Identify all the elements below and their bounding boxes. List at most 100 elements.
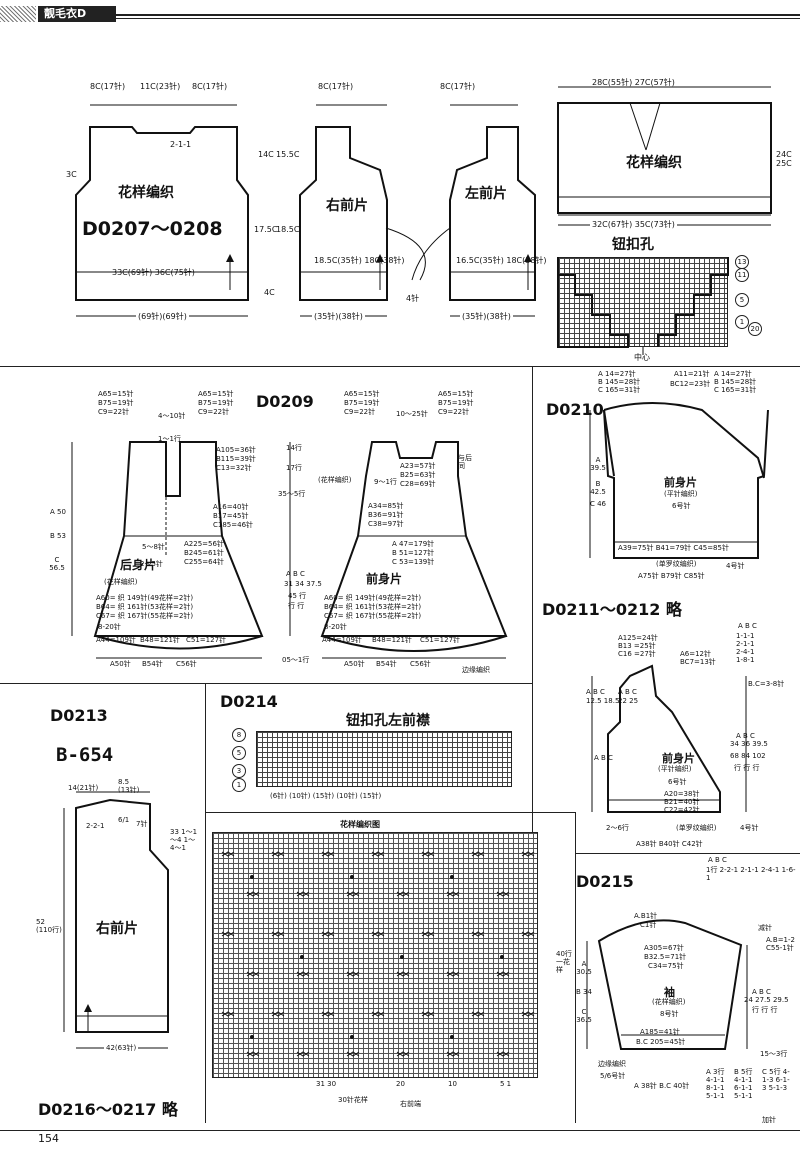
stitch-symbol [296,1051,310,1057]
divider-v-left [205,683,206,1123]
d0209-f-rows-9: 9～1行 [374,478,397,486]
stitch-symbol [296,971,310,977]
d0209-a44: A44=109针 [96,636,136,644]
d0215-rows-v: 24 27.5 29.5 [744,996,789,1004]
yarn-over-dot [250,875,254,879]
d0210-a14-r: A 14=27针 [714,370,752,378]
d0209-side-a: A 50 [50,508,66,516]
d0215-c1: C1针 [640,921,657,929]
d0210-rib-needle: 4号针 [726,562,745,570]
d0215-needle: 8号针 [660,1010,679,1018]
stitch-symbol [221,851,235,857]
footer-rule [0,1130,800,1131]
d0210-rib-abc: A75针 B79针 C85针 [638,572,705,580]
stitch-symbol [346,891,360,897]
d0209-f-a60: A60= 织 149针(49花样=2针) [324,594,422,602]
stitch-symbol [471,851,485,857]
d0209-a105: A105=36针 [216,446,256,454]
d0214-scale-left: 31 30 [316,1080,337,1088]
d0215-rows-15: 15～3行 [760,1050,788,1058]
d0209-front-label: 前身片 [366,572,403,586]
d0211-bc7: BC7=13针 [680,658,716,666]
header-tab: 靓毛衣D [38,6,116,22]
d0214-code: D0214 [220,692,278,711]
d0215-rows-u: 行 行 行 [752,1006,778,1014]
header-rule-thin [116,18,800,19]
stitch-symbol [521,931,535,937]
d0207-top-dim-c: 8C(17针) [192,82,228,91]
d0209-c185: C185=46针 [213,521,254,529]
d0213-shoulder: 33 1～1～4 1～4～1 [170,828,198,852]
stitch-symbol [321,851,335,857]
d0209-f-a65: A65=15针 [344,390,380,398]
d0209-rows-05: 05～1行 [282,656,310,664]
d0207-top-dim-a: 8C(17针) [90,82,126,91]
d0211-sizes: A B C [738,622,757,630]
d0211-c16: C16 =27针 [618,650,656,658]
d0213-neck-b: 7针 [136,820,148,828]
d0207-pattern-label: 花样编织 [626,155,682,171]
yarn-over-dot [400,955,404,959]
d0207-code: D0207～0208 [82,218,223,240]
d0207-pattern-width: 28C(55针) 27C(57针) [592,78,675,87]
stitch-symbol [371,851,385,857]
d0207-top-dim-b: 11C(23针) [140,82,181,91]
stitch-symbol [246,1051,260,1057]
divider-v-chart [575,812,576,1123]
d0209-back-pattern: (花样编织) [104,578,138,586]
d0209-c56: C56针 [176,660,197,668]
d0213-bottom-w: 42(63针) [104,1044,139,1052]
d0207-center-gap: 4针 [406,294,420,303]
d0210-bc12: BC12=23针 [670,380,711,388]
d0214-row-marker-8: 8 [232,728,246,742]
d0209-b115: B115=39针 [216,455,256,463]
stitch-symbol [371,931,385,937]
yarn-over-dot [450,1035,454,1039]
d0209-c9-r: C9=22针 [198,408,230,416]
stitch-symbol [346,971,360,977]
d0209-f-c38: C38=97针 [368,520,404,528]
d0207-back-bottom: 33C(69针) 36C(75针) [112,268,195,277]
d0211-side-sizes: A B C [594,754,613,762]
stitch-symbol [396,891,410,897]
d0211-hd4: 1-8-1 [736,656,755,664]
d0210-a14: A 14=27针 [598,370,636,378]
stitch-symbol [521,1011,535,1017]
d0209-rows-8-20: 8-20针 [98,623,121,631]
d0209-a225: A225=56针 [184,540,224,548]
d0215-reduce: 减针 [758,924,772,932]
stitch-symbol [446,1051,460,1057]
d0213-neck: 2-2-1 [86,822,105,830]
d0214-chart-cols: 30针花样 [338,1096,368,1104]
d0209-f-c28: C28=69针 [400,480,436,488]
d0207-side-c: 17.5C [254,225,278,234]
d0209-b54: B54针 [142,660,163,668]
d0210-front-sub: (平针编织) [664,490,698,498]
d0215-edge: 边缘编织 [598,1060,626,1068]
stitch-symbol [421,851,435,857]
d0215-edge-needle: 5/6号针 [600,1072,626,1080]
d0207-chart-overlay [557,257,729,355]
d0209-f-b64: B64= 织 161针(53花样=2针) [324,603,422,611]
d0215-side-c: C 36.5 [576,1008,592,1024]
stitch-symbol [496,971,510,977]
yarn-over-dot [350,875,354,879]
d0209-f-b75-r: B75=19针 [438,399,474,407]
d0211-hd1: 1-1-1 [736,632,755,640]
d0207-outlines [75,86,772,317]
stitch-symbol [246,891,260,897]
stitch-symbol [471,931,485,937]
d0209-f-rows-8-20: 8-20针 [324,623,347,631]
stitch-symbol [471,1011,485,1017]
d0209-b17: B17=45针 [213,512,249,520]
d0209-a50: A50针 [110,660,131,668]
d0209-a60: A60= 织 149针(49花样=2针) [96,594,194,602]
d0215-ab1: A.B1针 [634,912,658,920]
page-header: 靓毛衣D [0,0,800,22]
stitch-symbol [246,971,260,977]
divider-v-right [532,366,533,856]
d0211-a6: A6=12针 [680,650,712,658]
d0209-f-a47: A 47=179针 [392,540,435,548]
d0215-side-a: A 30.5 [576,960,592,976]
d0211-b13: B13 =25针 [618,642,656,650]
